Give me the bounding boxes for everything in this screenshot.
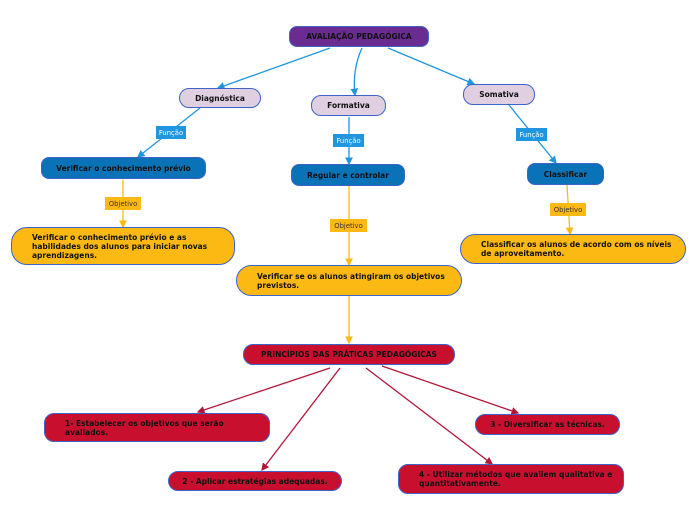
type-node-formativa[interactable]: Formativa [311,95,386,116]
relation-tag-objetivo: Objetivo [330,219,367,232]
link-principios-4 [365,367,494,465]
principle-text: 3 - Diversificar as técnicas. [490,420,605,429]
type-node-somativa[interactable]: Somativa [463,84,535,105]
function-node-diagnostica[interactable]: Verificar o conhecimento prévio [41,157,206,179]
link-root-diagnostica [216,47,331,90]
relation-tag-funcao: Função [333,134,364,147]
function-label: Regular e controlar [307,170,389,180]
function-node-formativa[interactable]: Regular e controlar [291,164,405,186]
relation-tag-funcao: Função [516,128,547,141]
type-node-diagnostica[interactable]: Diagnóstica [179,88,261,108]
link-principios-1 [196,367,331,414]
principle-text: 1- Estabelecer os objetivos que serão av… [65,418,224,437]
principle-item-3[interactable]: 3 - Diversificar as técnicas. [475,414,620,435]
type-label: Formativa [327,101,370,110]
link-principios-3 [381,365,520,415]
principle-item-2[interactable]: 2 - Aplicar estratégias adequadas. [168,471,342,491]
function-node-somativa[interactable]: Classificar [527,163,604,185]
principles-node[interactable]: PRINCÍPIOS DAS PRÁTICAS PEDAGÓGICAS [243,344,455,365]
link-principios-2 [261,367,341,472]
objective-text: Verificar se os alunos atingiram os obje… [257,271,445,290]
root-node[interactable]: AVALIAÇÃO PEDAGÓGICA [289,26,429,47]
type-label: Diagnóstica [195,93,245,103]
relation-tag-funcao: Função [156,126,186,139]
function-label: Verificar o conhecimento prévio [56,163,191,173]
principles-title: PRINCÍPIOS DAS PRÁTICAS PEDAGÓGICAS [261,350,437,359]
objective-text: Classificar os alunos de acordo com os n… [481,240,672,258]
relation-tag-objetivo: Objetivo [550,203,586,216]
link-root-formativa [350,47,363,97]
root-label: AVALIAÇÃO PEDAGÓGICA [306,32,412,41]
objective-node-formativa[interactable]: Verificar se os alunos atingiram os obje… [236,265,462,296]
principle-text: 2 - Aplicar estratégias adequadas. [182,476,328,486]
function-label: Classificar [543,169,588,179]
objective-node-diagnostica[interactable]: Verificar o conhecimento prévio e as hab… [11,227,235,265]
relation-tag-objetivo: Objetivo [105,197,141,210]
objective-node-somativa[interactable]: Classificar os alunos de acordo com os n… [460,234,686,264]
principle-text: 4 - Utilizar métodos que avaliem qualita… [419,470,613,488]
objective-text: Verificar o conhecimento prévio e as hab… [32,232,208,260]
link-root-somativa [387,47,476,86]
type-label: Somativa [479,90,519,99]
principle-item-4[interactable]: 4 - Utilizar métodos que avaliem qualita… [398,464,624,494]
principle-item-1[interactable]: 1- Estabelecer os objetivos que serão av… [44,413,270,442]
